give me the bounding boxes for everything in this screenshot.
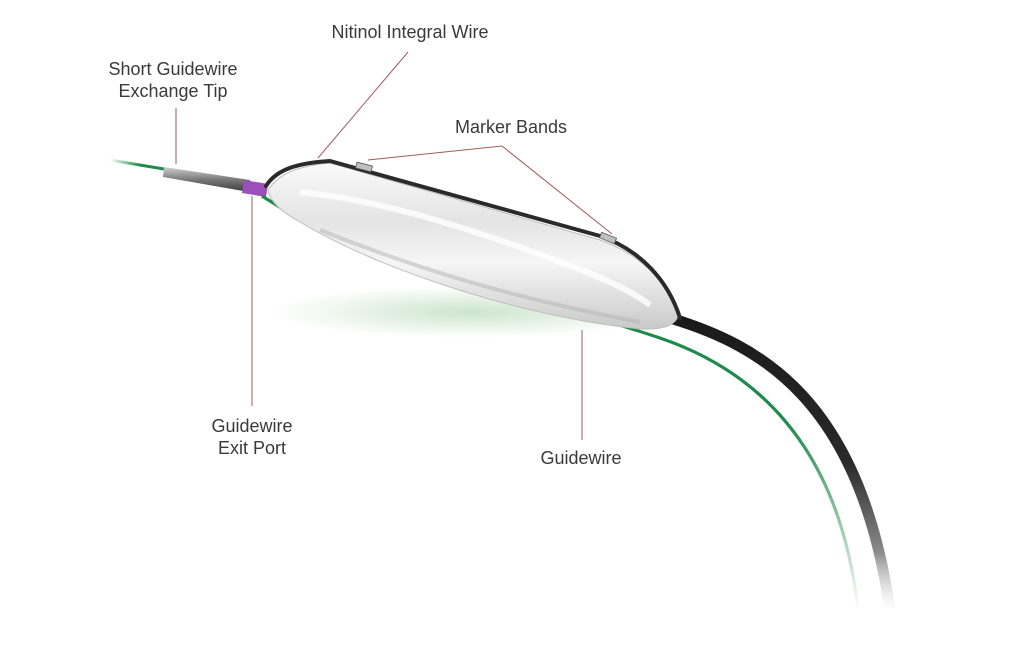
label-line: Exit Port: [217, 438, 287, 458]
label-marker-bands: Marker Bands: [440, 116, 582, 138]
balloon-highlight: [299, 189, 652, 308]
exit-port-collar: [242, 180, 268, 197]
label-line: Exchange Tip: [118, 81, 228, 101]
marker-band-proximal: [355, 161, 373, 173]
guidewire-left-segment: [109, 158, 171, 172]
marker-band-distal: [598, 231, 618, 245]
label-line: Nitinol Integral Wire: [331, 22, 489, 42]
exchange-tip: [163, 167, 250, 192]
leader-lines: [175, 51, 613, 440]
label-nitinol-integral-wire: Nitinol Integral Wire: [312, 21, 508, 43]
catheter-shaft: [664, 312, 896, 616]
balloon-lower-shade: [319, 228, 641, 324]
leader-line-nitinol-wire: [317, 51, 409, 159]
label-line: Guidewire: [540, 448, 622, 468]
label-line: Short Guidewire: [108, 59, 238, 79]
leader-line-marker-bands: [367, 145, 613, 235]
label-line: Marker Bands: [454, 117, 568, 137]
label-line: Guidewire: [211, 416, 293, 436]
label-short-guidewire-exchange-tip: Short Guidewire Exchange Tip: [92, 58, 254, 102]
label-guidewire-exit-port: Guidewire Exit Port: [196, 415, 308, 459]
label-guidewire: Guidewire: [528, 447, 634, 469]
